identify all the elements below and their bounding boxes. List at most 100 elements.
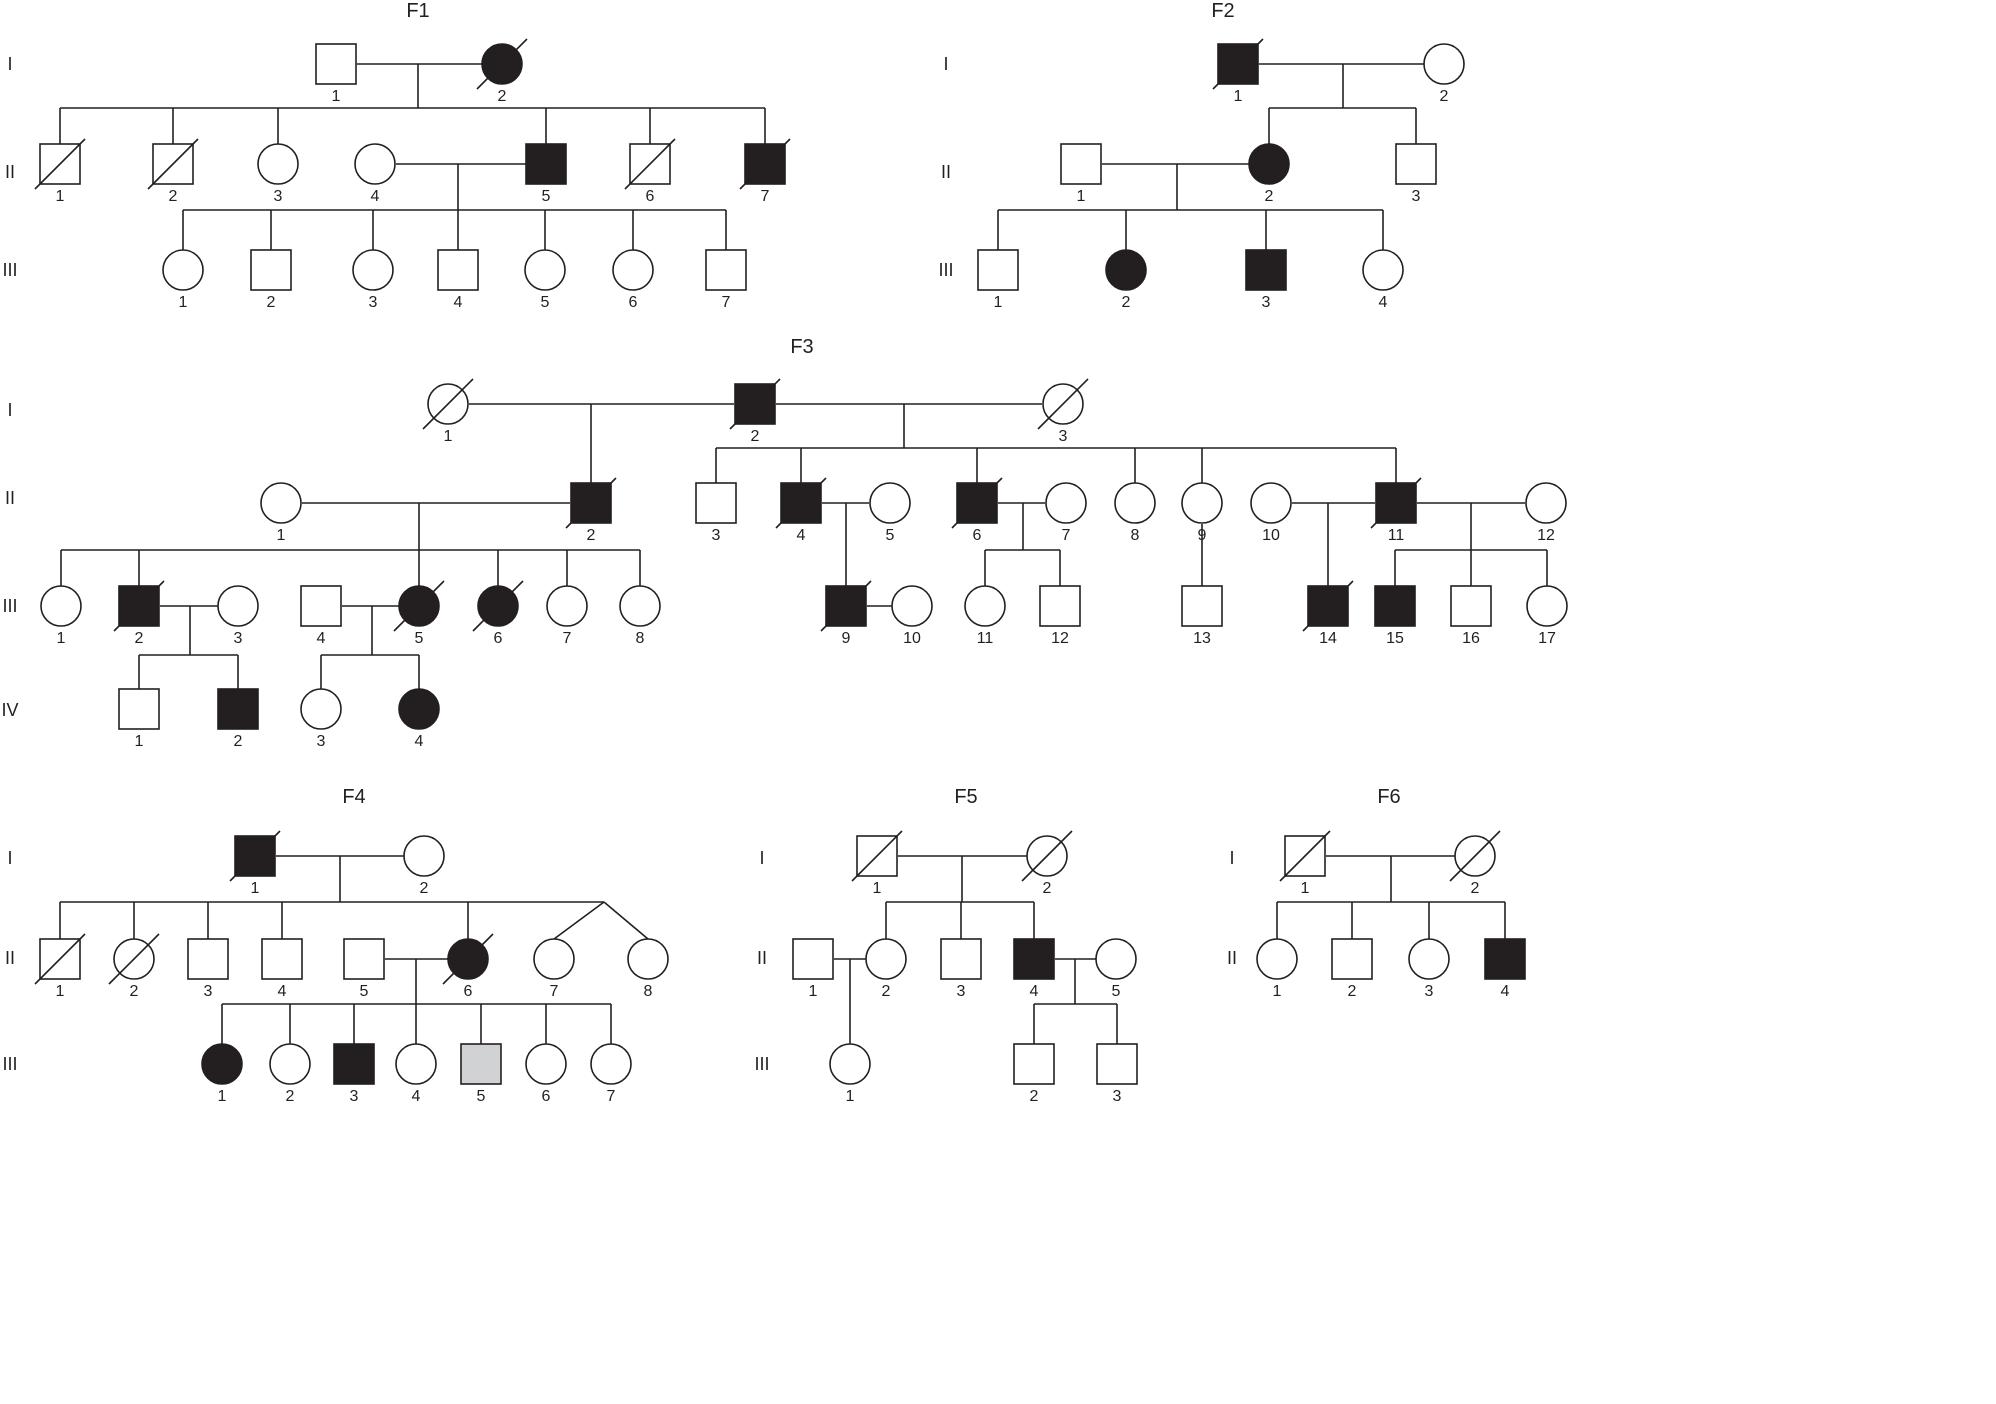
f2-i-1-male: [1212, 38, 1264, 90]
individual-number: 2: [286, 1088, 295, 1104]
f3-ii-8-female: [1114, 482, 1156, 524]
deceased-slash: [1370, 477, 1422, 529]
f2-generation-label: I: [943, 54, 948, 74]
f3-iii-8-female: [619, 585, 661, 627]
f1-ii-4-female: [354, 143, 396, 185]
individual-number: 6: [973, 527, 982, 544]
f3-iv-2-male: [217, 688, 259, 730]
square-symbol: [1096, 1043, 1138, 1085]
deceased-slash: [442, 933, 494, 985]
individual-number: 3: [957, 983, 966, 1000]
f1-ii-1-male: [34, 138, 86, 190]
deceased-slash: [108, 933, 160, 985]
f5-i-1-male: [851, 830, 903, 882]
circle-symbol: [829, 1043, 871, 1085]
individual-number: 1: [1273, 983, 1282, 1000]
f3-i-3-female: [1037, 378, 1089, 430]
f3-generation-label: II: [5, 488, 15, 508]
square-symbol: [261, 938, 303, 980]
f3-ii-9-female: [1181, 482, 1223, 524]
f3-iii-1-female: [40, 585, 82, 627]
individual-number: 2: [587, 527, 596, 544]
connector-lines: [59, 63, 1548, 1044]
deceased-slash: [34, 933, 86, 985]
deceased-slash: [775, 477, 827, 529]
individual-number: 1: [251, 880, 260, 897]
individual-number: 2: [169, 188, 178, 205]
individual-number: 3: [712, 527, 721, 544]
individual-number: 3: [1059, 428, 1068, 445]
f4-i-2-female: [403, 835, 445, 877]
f3-ii-7-female: [1045, 482, 1087, 524]
individual-number: 3: [234, 630, 243, 647]
individual-number: 4: [412, 1088, 421, 1104]
circle-symbol: [891, 585, 933, 627]
circle-symbol: [40, 585, 82, 627]
f4-ii-5-male: [343, 938, 385, 980]
square-symbol: [1245, 249, 1287, 291]
individual-number: 7: [722, 294, 731, 311]
individual-number: 7: [550, 983, 559, 1000]
f2-iii-3-male: [1245, 249, 1287, 291]
square-symbol: [1331, 938, 1373, 980]
f2-ii-2-female: [1248, 143, 1290, 185]
circle-symbol: [1423, 43, 1465, 85]
individual-number: 5: [360, 983, 369, 1000]
f3-iv-3-female: [300, 688, 342, 730]
square-symbol: [437, 249, 479, 291]
f3-ii-5-female: [869, 482, 911, 524]
individual-number: 7: [761, 188, 770, 205]
individual-number: 1: [444, 428, 453, 445]
individual-number: 4: [317, 630, 326, 647]
f2-ii-1-male: [1060, 143, 1102, 185]
square-symbol: [118, 688, 160, 730]
circle-symbol: [612, 249, 654, 291]
square-symbol: [525, 143, 567, 185]
f4-iii-4-female: [395, 1043, 437, 1085]
f1-iii-6-female: [612, 249, 654, 291]
circle-symbol: [300, 688, 342, 730]
f1-iii-2-male: [250, 249, 292, 291]
individual-number: 3: [369, 294, 378, 311]
individual-number: 2: [234, 733, 243, 750]
f4-i-1-male: [229, 830, 281, 882]
circle-symbol: [395, 1043, 437, 1085]
individual-number: 2: [498, 88, 507, 105]
f1-generation-label: III: [2, 260, 17, 280]
f5-ii-4-male: [1013, 938, 1055, 980]
individual-number: 5: [415, 630, 424, 647]
circle-symbol: [1095, 938, 1137, 980]
f1-title: F1: [406, 0, 429, 22]
f1-generation-label: I: [7, 54, 12, 74]
individual-number: 7: [563, 630, 572, 647]
individual-number: 4: [1379, 294, 1388, 311]
circle-symbol: [533, 938, 575, 980]
square-symbol: [343, 938, 385, 980]
individual-number: 1: [1077, 188, 1086, 205]
f5-generation-label: II: [757, 948, 767, 968]
circle-symbol: [269, 1043, 311, 1085]
circle-symbol: [590, 1043, 632, 1085]
circle-symbol: [217, 585, 259, 627]
circle-symbol: [260, 482, 302, 524]
f2-generation-label: III: [938, 260, 953, 280]
circle-symbol: [1250, 482, 1292, 524]
f3-ii-3-male: [695, 482, 737, 524]
f4-iii-2-female: [269, 1043, 311, 1085]
individual-number: 1: [846, 1088, 855, 1104]
individual-number: 4: [278, 983, 287, 1000]
individual-number: 1: [218, 1088, 227, 1104]
circle-symbol: [964, 585, 1006, 627]
f4-ii-7-female: [533, 938, 575, 980]
individual-number: 9: [842, 630, 851, 647]
individual-number: 4: [415, 733, 424, 750]
f2-iii-2-female: [1105, 249, 1147, 291]
circle-symbol: [1256, 938, 1298, 980]
individual-number: 5: [542, 188, 551, 205]
f3-ii-12-female: [1525, 482, 1567, 524]
f5-ii-3-male: [940, 938, 982, 980]
f1-ii-6-male: [624, 138, 676, 190]
f2-generation-label: II: [941, 162, 951, 182]
individual-number: 6: [494, 630, 503, 647]
